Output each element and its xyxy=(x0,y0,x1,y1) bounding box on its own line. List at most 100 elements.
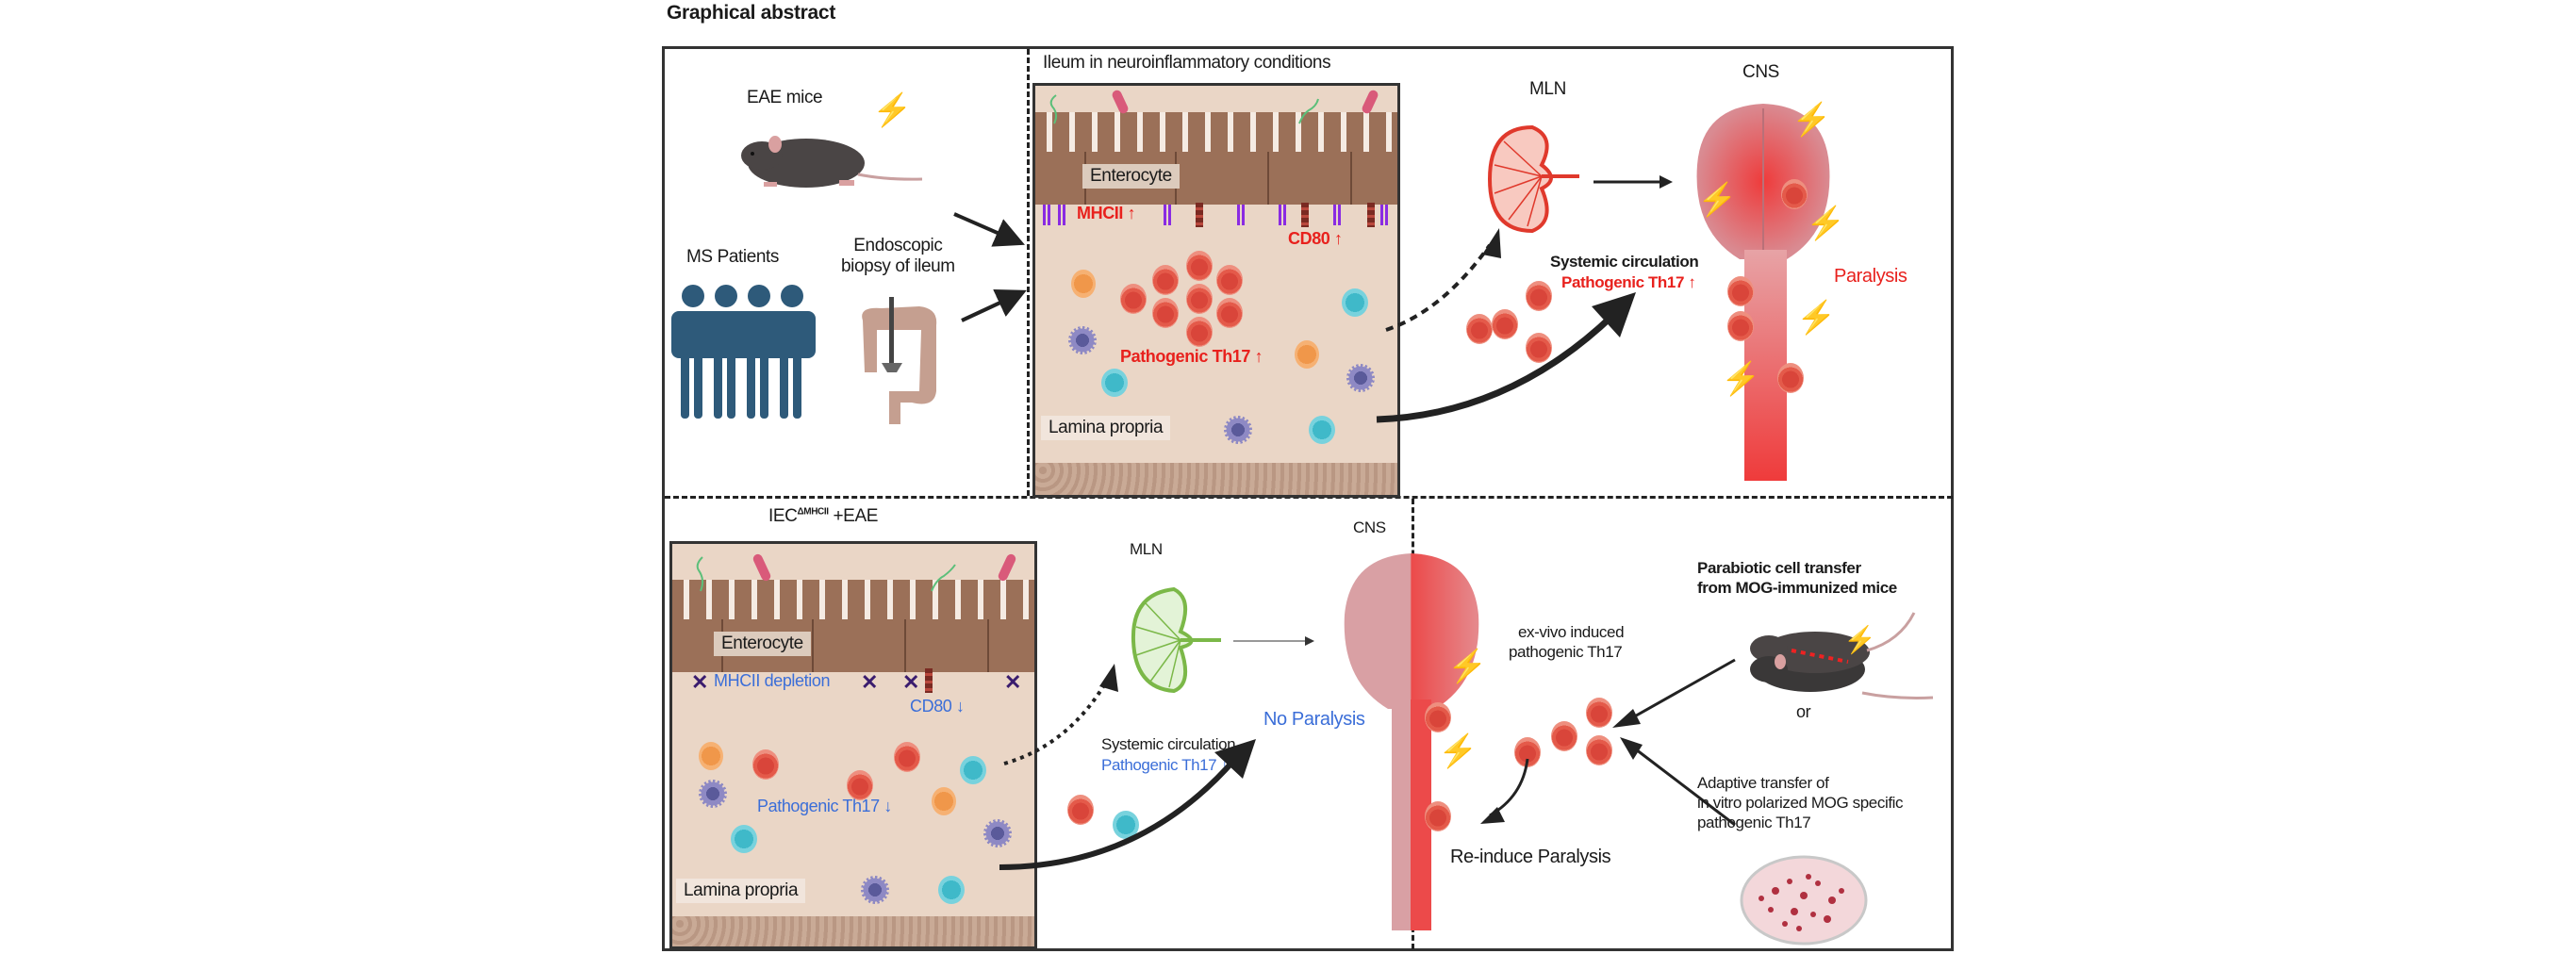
arrows-to-ileum xyxy=(953,212,1027,322)
circulating-teal-cell xyxy=(1113,811,1139,839)
circulating-th17-cell xyxy=(1526,333,1552,363)
figure-title: Graphical abstract xyxy=(667,2,836,24)
iec-tissue-panel: Enterocyte ✕ MHCII depletion ✕ ✕ ✕ CD80 … xyxy=(669,541,1037,949)
iec-heading-suffix: +EAE xyxy=(828,506,879,526)
exvivo-label: ex-vivo induced pathogenic Th17 xyxy=(1509,622,1625,662)
teal-cell xyxy=(960,756,986,784)
th17-cell xyxy=(1152,265,1179,295)
orange-cell xyxy=(1295,340,1319,369)
cd80-increase-label: CD80 ↑ xyxy=(1288,229,1343,248)
biopsy-label-line2: biopsy of ileum xyxy=(841,256,955,276)
intestine-endoscope-icon xyxy=(862,297,937,424)
dendritic-cell xyxy=(983,819,1012,847)
mhcii-depleted-x-icon: ✕ xyxy=(861,670,879,694)
circulating-th17-decrease-label: Pathogenic Th17 ↓ xyxy=(1101,756,1229,774)
enterocyte-label: Enterocyte xyxy=(714,632,811,656)
ms-patients-label: MS Patients xyxy=(686,247,780,267)
systemic-circulation-label-top: Systemic circulation xyxy=(1550,253,1699,271)
arrow-mice-to-ileum xyxy=(953,212,1025,247)
ileum-heading: Ileum in neuroinflammatory conditions xyxy=(1043,53,1331,73)
villi xyxy=(1035,112,1397,156)
th17-decrease-label: Pathogenic Th17 ↓ xyxy=(757,797,892,815)
arrow-to-systemic xyxy=(999,757,1238,870)
arrow-mln-to-cns xyxy=(1593,175,1673,189)
biopsy-label-line1: Endoscopic xyxy=(853,236,943,255)
lightning-bolt-icon: ⚡ xyxy=(1843,625,1876,654)
exvivo-th17-cell xyxy=(1586,735,1612,765)
th17-cell xyxy=(894,742,920,772)
dotted-arrow-to-mln xyxy=(1003,678,1110,765)
circulating-th17-increase-label: Pathogenic Th17 ↑ xyxy=(1561,273,1696,291)
adaptive-transfer-label: Adaptive transfer of in vitro polarized … xyxy=(1697,773,1904,832)
dendritic-cell xyxy=(861,876,889,904)
th17-cell xyxy=(1120,284,1147,314)
ileum-tissue-panel: Enterocyte MHCII ↑ CD80 ↑ Pathogenic Th1… xyxy=(1032,83,1400,498)
submucosa-layer xyxy=(672,916,1034,946)
reinduce-paralysis-label: Re-induce Paralysis xyxy=(1450,847,1611,867)
th17-cell-cns xyxy=(1781,179,1808,209)
adaptive-label-line2: in vitro polarized MOG specific xyxy=(1697,794,1904,812)
dendritic-cell xyxy=(1346,364,1375,392)
villi xyxy=(672,580,1034,623)
orange-cell xyxy=(932,787,956,815)
iec-heading: IECΔMHCII +EAE xyxy=(768,506,878,527)
dashed-arrow-to-mln xyxy=(1385,243,1492,332)
mhcii-receptor xyxy=(1279,205,1286,225)
th17-cell xyxy=(1152,298,1179,328)
systemic-circulation-label-bottom: Systemic circulation xyxy=(1101,735,1236,753)
lightning-bolt-icon: ⚡ xyxy=(1447,649,1488,684)
dendritic-cell xyxy=(1068,326,1097,354)
lightning-bolt-icon: ⚡ xyxy=(1721,361,1761,397)
parabiotic-label-line1: Parabiotic cell transfer xyxy=(1697,559,1861,577)
teal-cell xyxy=(1342,288,1368,317)
th17-cell xyxy=(1186,284,1213,314)
arrow-to-systemic xyxy=(1376,313,1615,423)
mhcii-depleted-x-icon: ✕ xyxy=(691,670,709,694)
lightning-bolt-icon: ⚡ xyxy=(1697,182,1738,218)
th17-cell xyxy=(1186,317,1213,347)
mhcii-receptor xyxy=(1380,205,1388,225)
bacteria-icon xyxy=(696,553,1016,592)
exvivo-label-line2: pathogenic Th17 xyxy=(1509,643,1623,661)
submucosa-layer xyxy=(1035,463,1397,495)
parabiotic-label: Parabiotic cell transfer from MOG-immuni… xyxy=(1697,558,1897,598)
lightning-bolt-icon: ⚡ xyxy=(1438,733,1478,769)
petri-dish-icon xyxy=(1740,855,1868,946)
eae-mice-label: EAE mice xyxy=(747,88,823,107)
exvivo-th17-cell xyxy=(1586,698,1612,728)
brain-spinal-cord-icon xyxy=(1344,553,1479,930)
or-label: or xyxy=(1796,702,1811,721)
lamina-propria-label: Lamina propria xyxy=(1041,416,1171,440)
mln-label-top: MLN xyxy=(1529,79,1566,99)
mhcii-depletion-label: MHCII depletion xyxy=(714,671,831,690)
circulating-th17-cell xyxy=(1466,314,1493,344)
mhcii-receptor xyxy=(1333,205,1341,225)
mhcii-receptor xyxy=(1043,205,1050,225)
dendritic-cell xyxy=(699,780,727,808)
th17-cell xyxy=(752,749,779,780)
parabiotic-mice-icon xyxy=(1750,612,1934,699)
cd80-marker xyxy=(1301,203,1309,227)
adaptive-label-line3: pathogenic Th17 xyxy=(1697,814,1811,831)
biopsy-label: Endoscopic biopsy of ileum xyxy=(841,236,955,277)
arrow-biopsy-to-ileum xyxy=(961,288,1027,322)
exvivo-th17-cell xyxy=(1551,721,1577,751)
bacteria-icon xyxy=(1049,90,1379,124)
circulation-arrows-top xyxy=(1376,228,1636,423)
th17-cell-cns xyxy=(1425,801,1451,831)
circulating-th17-cell xyxy=(1492,309,1518,339)
dendritic-cell xyxy=(1224,416,1252,444)
mhcii-increase-label: MHCII ↑ xyxy=(1077,204,1136,222)
ms-patients-icon xyxy=(671,285,816,419)
cd80-marker xyxy=(1367,203,1375,227)
circulating-th17-cell xyxy=(1526,281,1552,311)
parabiotic-label-line2: from MOG-immunized mice xyxy=(1697,579,1897,597)
mhcii-depleted-x-icon: ✕ xyxy=(902,670,920,694)
arrow-mln-to-cns-faint xyxy=(1233,636,1314,646)
top-vertical-divider xyxy=(1027,49,1030,496)
teal-cell xyxy=(938,876,965,904)
orange-cell xyxy=(699,742,723,770)
mhcii-receptor xyxy=(1164,205,1171,225)
lightning-bolt-icon: ⚡ xyxy=(1792,102,1832,138)
lamina-propria-label: Lamina propria xyxy=(676,879,806,903)
